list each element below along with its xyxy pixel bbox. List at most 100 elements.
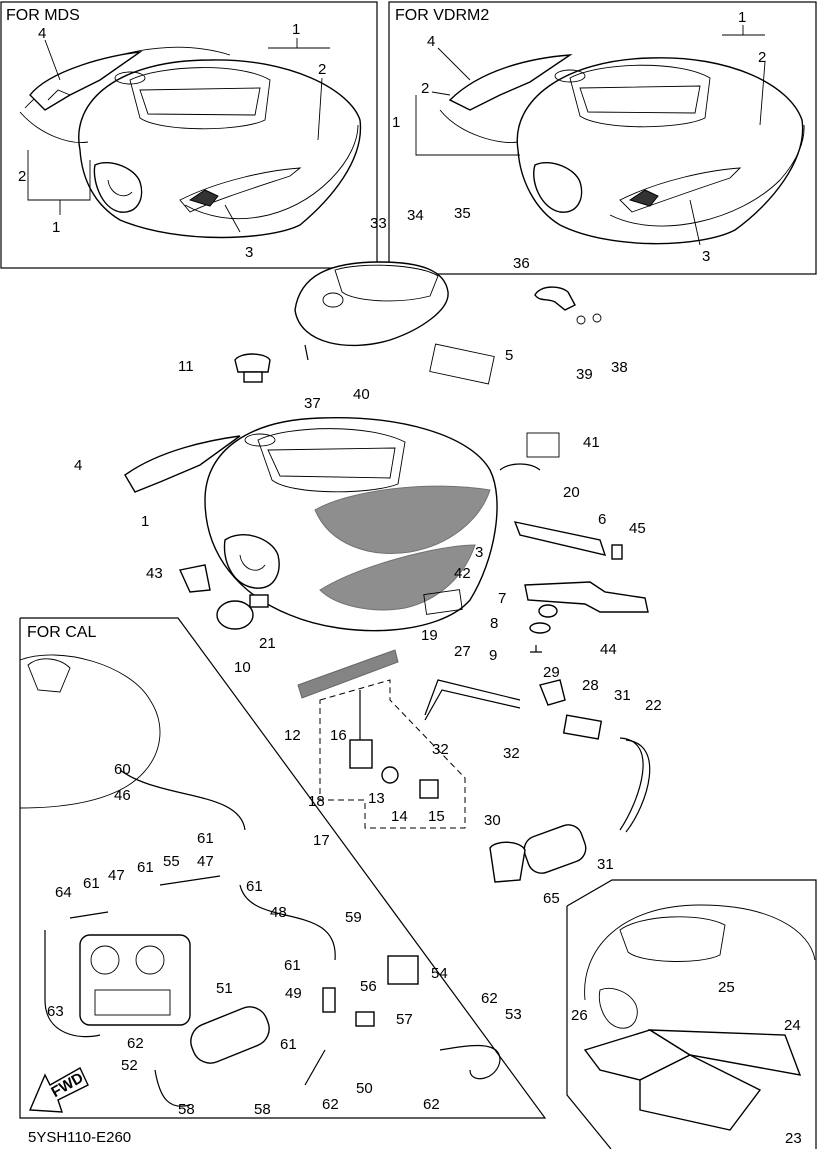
cover-sheets xyxy=(583,1029,802,1131)
hose-46 xyxy=(119,769,246,831)
bolt-45 xyxy=(611,544,623,560)
callout-cal-49: 49 xyxy=(285,985,302,1002)
callout-main-27: 27 xyxy=(454,643,471,660)
callout-main-20: 20 xyxy=(563,484,580,501)
callout-cal-58: 58 xyxy=(254,1101,271,1118)
damper-10 xyxy=(216,600,254,630)
callout-main-6: 6 xyxy=(598,511,606,528)
filter-28 xyxy=(562,714,603,740)
strip-19 xyxy=(297,649,399,699)
callout-main-18: 18 xyxy=(308,793,325,810)
mds-panel-frame xyxy=(0,1,378,269)
callout-cal-57: 57 xyxy=(396,1011,413,1028)
callout-vdrm2-2: 2 xyxy=(421,80,429,97)
bolt-9 xyxy=(530,645,542,653)
callout-main-32: 32 xyxy=(432,741,449,758)
label-sticker-5 xyxy=(429,343,495,385)
callout-main-45: 45 xyxy=(629,520,646,537)
callout-cal-60: 60 xyxy=(114,761,131,778)
valve-54 xyxy=(387,955,419,985)
callout-cal-50: 50 xyxy=(356,1080,373,1097)
callout-main-15: 15 xyxy=(428,808,445,825)
callout-main-43: 43 xyxy=(146,565,163,582)
callout-cal-61: 61 xyxy=(246,878,263,895)
callout-main-17: 17 xyxy=(313,832,330,849)
callout-cover-23: 23 xyxy=(785,1130,802,1147)
callout-cal-62: 62 xyxy=(423,1096,440,1113)
callout-cal-54: 54 xyxy=(431,965,448,982)
callout-main-32: 32 xyxy=(503,745,520,762)
fuel-cock-12 xyxy=(349,690,439,799)
callout-cal-47: 47 xyxy=(197,853,214,870)
callout-main-11: 11 xyxy=(178,358,194,375)
callout-main-13: 13 xyxy=(368,790,385,807)
callout-cal-53: 53 xyxy=(505,1006,522,1023)
callout-cal-47: 47 xyxy=(108,867,125,884)
callout-main-44: 44 xyxy=(600,641,617,658)
bracket-6 xyxy=(513,521,607,556)
callout-main-42: 42 xyxy=(454,565,471,582)
callout-main-36: 36 xyxy=(513,255,530,272)
callout-cal-56: 56 xyxy=(360,978,377,995)
mds-leaders xyxy=(27,38,330,233)
callout-main-22: 22 xyxy=(645,697,662,714)
hose-22 xyxy=(619,737,644,831)
callout-main-8: 8 xyxy=(490,615,498,632)
callout-main-19: 19 xyxy=(421,627,438,644)
collar-8 xyxy=(529,622,551,634)
fwd-arrow: FWD xyxy=(28,1067,89,1113)
fuel-tank-main xyxy=(204,417,498,632)
callout-main-29: 29 xyxy=(543,664,560,681)
callout-cal-61: 61 xyxy=(280,1036,297,1053)
hose-27 xyxy=(424,679,521,716)
callout-main-3: 3 xyxy=(475,544,483,561)
callout-cal-64: 64 xyxy=(55,884,72,901)
vdrm2-panel-frame xyxy=(388,1,817,275)
callout-main-10: 10 xyxy=(234,659,251,676)
vdrm2-panel-header: FOR VDRM2 xyxy=(395,7,489,24)
callout-main-40: 40 xyxy=(353,386,370,403)
pad-20 xyxy=(499,463,541,471)
callout-main-37: 37 xyxy=(304,395,321,412)
callout-cal-48: 48 xyxy=(270,904,287,921)
diagram-code: 5YSH110-E260 xyxy=(28,1129,131,1146)
callout-main-5: 5 xyxy=(505,347,513,364)
mds-tank-illustration xyxy=(19,46,362,239)
callout-cal-61: 61 xyxy=(137,859,154,876)
valve-49 xyxy=(322,987,336,1013)
hose-53 xyxy=(439,1044,501,1080)
callout-mds-1: 1 xyxy=(52,219,60,236)
callout-mds-4: 4 xyxy=(38,25,46,42)
filter-29 xyxy=(539,679,566,706)
callout-cal-46: 46 xyxy=(114,787,131,804)
callout-mds-3: 3 xyxy=(245,244,253,261)
carburetor-assembly xyxy=(79,934,191,1026)
bracket-36 xyxy=(534,286,602,325)
hose-48 xyxy=(239,884,336,961)
callout-cover-25: 25 xyxy=(718,979,735,996)
callout-main-16: 16 xyxy=(330,727,347,744)
callout-main-4: 4 xyxy=(74,457,82,474)
callout-cal-52: 52 xyxy=(121,1057,138,1074)
vdrm2-tank-illustration xyxy=(439,54,805,245)
callout-main-28: 28 xyxy=(582,677,599,694)
fuel-cock-group xyxy=(319,679,466,829)
callout-cal-61: 61 xyxy=(284,957,301,974)
side-emblem-4 xyxy=(124,435,241,493)
callout-main-9: 9 xyxy=(489,647,497,664)
callout-main-33: 33 xyxy=(370,215,387,232)
callout-vdrm2-2: 2 xyxy=(758,49,766,66)
bracket-30 xyxy=(489,841,526,883)
vdrm2-leaders xyxy=(415,25,766,246)
callout-mds-2: 2 xyxy=(318,61,326,78)
callout-cal-61: 61 xyxy=(197,830,214,847)
callout-cal-51: 51 xyxy=(216,980,233,997)
hose-50 xyxy=(304,1049,326,1086)
tank-cover-top xyxy=(294,261,449,361)
damper-43 xyxy=(178,564,211,593)
callout-cal-62: 62 xyxy=(127,1035,144,1052)
callout-cal-62: 62 xyxy=(322,1096,339,1113)
cover-tank-outline xyxy=(584,904,816,1029)
callout-cover-26: 26 xyxy=(571,1007,588,1024)
